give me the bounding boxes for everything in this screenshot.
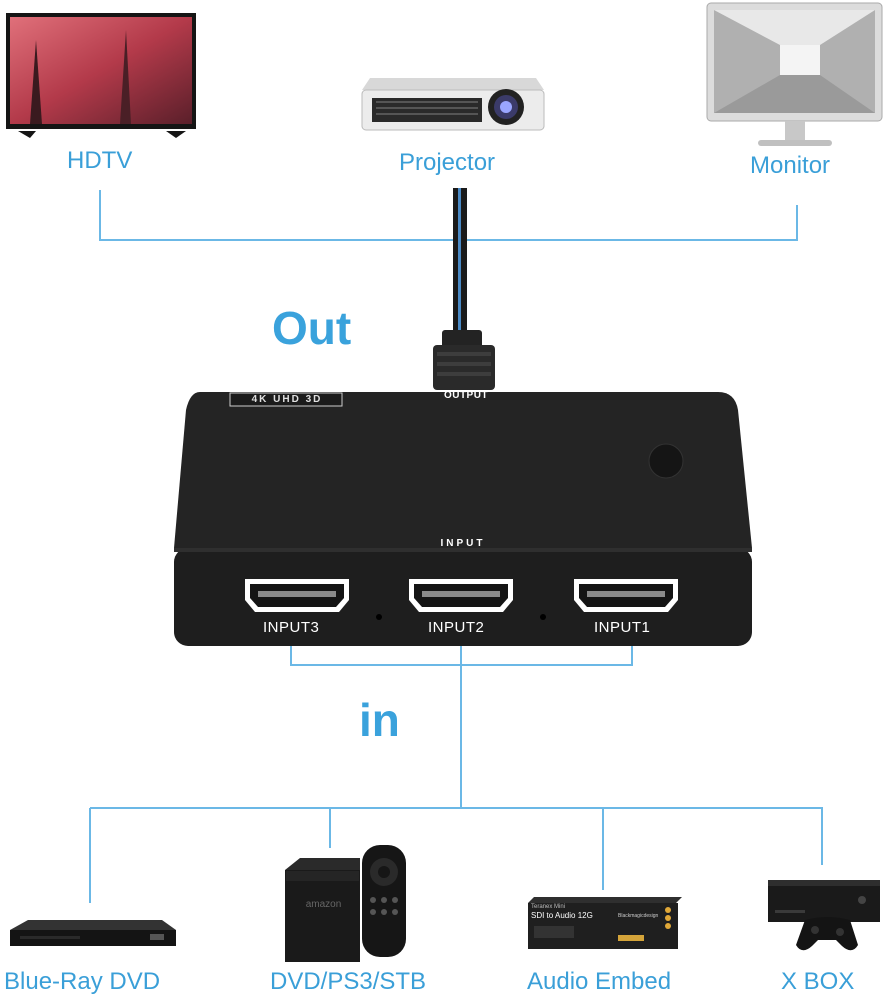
port-label-input3: INPUT3	[263, 619, 320, 636]
audio-embed-label: Audio Embed	[527, 968, 672, 995]
monitor-label: Monitor	[750, 152, 831, 179]
spec-badge: 4K UHD 3D	[251, 394, 323, 405]
amazon-fire-tv-icon	[285, 858, 360, 962]
audio-box-sub-label: Teranex Mini	[531, 904, 566, 910]
output-connector-lines	[99, 190, 798, 241]
audio-box-brand-label: Blackmagicdesign	[618, 913, 659, 919]
bluray-player-icon	[10, 920, 176, 946]
hdtv-label: HDTV	[67, 147, 133, 174]
hdmi-port-1	[574, 579, 678, 612]
amazon-brand-label: amazon	[305, 899, 342, 910]
in-label: in	[359, 694, 400, 746]
hdmi-cable	[433, 188, 495, 390]
audio-embed-box-icon	[528, 897, 682, 949]
led-indicator-1	[376, 614, 382, 620]
xbox-console-icon	[768, 880, 880, 922]
monitor-icon	[706, 2, 883, 146]
remote-control-icon	[362, 845, 406, 957]
bluray-dvd-label: Blue-Ray DVD	[4, 968, 161, 995]
led-indicator-2	[540, 614, 546, 620]
projector-icon	[361, 78, 545, 131]
input-section-label: INPUT	[440, 538, 486, 549]
audio-box-title-label: SDI to Audio 12G	[531, 911, 593, 920]
hdmi-port-2	[409, 579, 513, 612]
dvd-ps3-stb-label: DVD/PS3/STB	[270, 968, 427, 995]
hdmi-port-3	[245, 579, 349, 612]
xbox-label: X BOX	[781, 968, 855, 995]
out-label: Out	[272, 302, 352, 354]
input-connector-lines	[89, 643, 823, 903]
port-label-input2: INPUT2	[428, 619, 485, 636]
output-port-label: OUTPUT	[443, 390, 489, 401]
hdtv-icon	[6, 13, 196, 138]
xbox-controller-icon	[796, 917, 858, 951]
port-label-input1: INPUT1	[594, 619, 651, 636]
projector-label: Projector	[399, 149, 496, 176]
